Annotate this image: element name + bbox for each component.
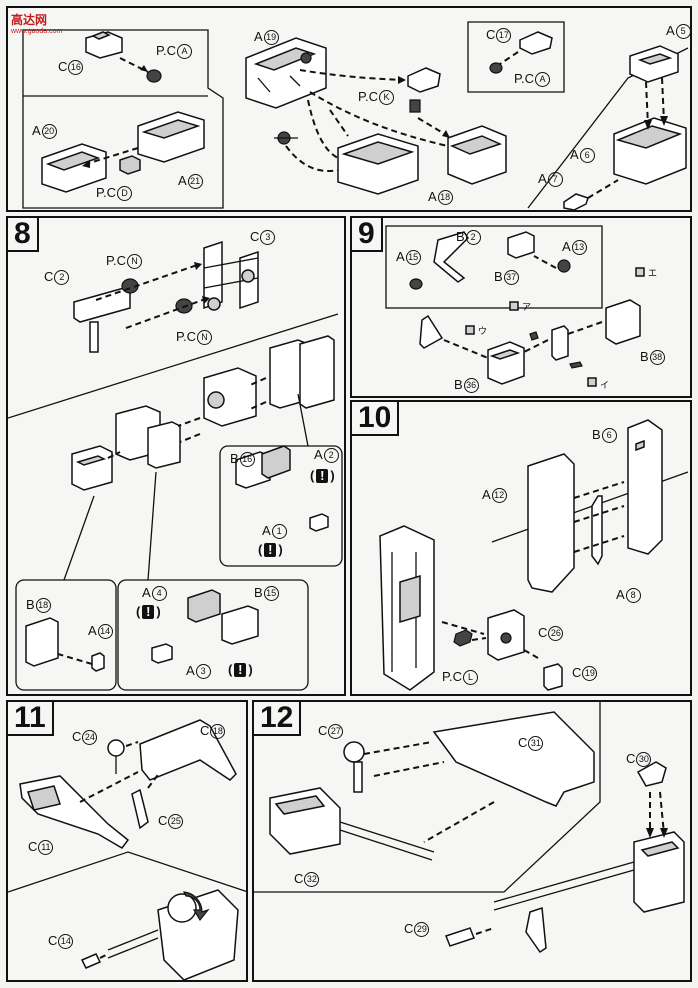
step-9-drawing xyxy=(385,225,645,387)
warning-a1: (!) xyxy=(258,542,283,557)
step-11-drawing xyxy=(8,719,246,980)
mark-u: ウ xyxy=(478,326,488,336)
step-10-drawing xyxy=(379,419,689,691)
step-9-number: 9 xyxy=(352,218,383,252)
step-8-panel: 8 xyxy=(6,216,346,696)
mark-a: ア xyxy=(522,302,532,312)
step-12-drawing xyxy=(254,702,685,954)
step-8-number: 8 xyxy=(8,218,39,252)
mark-e: エ xyxy=(648,268,658,278)
step-8-drawing xyxy=(8,240,343,691)
mark-i: イ xyxy=(600,380,610,390)
step-12-number: 12 xyxy=(254,702,302,736)
warning-a2: (!) xyxy=(310,468,335,483)
step-7-drawing xyxy=(22,21,689,210)
warning-a3: (!) xyxy=(228,662,253,677)
warning-a4: (!) xyxy=(136,604,161,619)
step-11-number: 11 xyxy=(8,702,54,736)
step-10-number: 10 xyxy=(352,402,400,436)
